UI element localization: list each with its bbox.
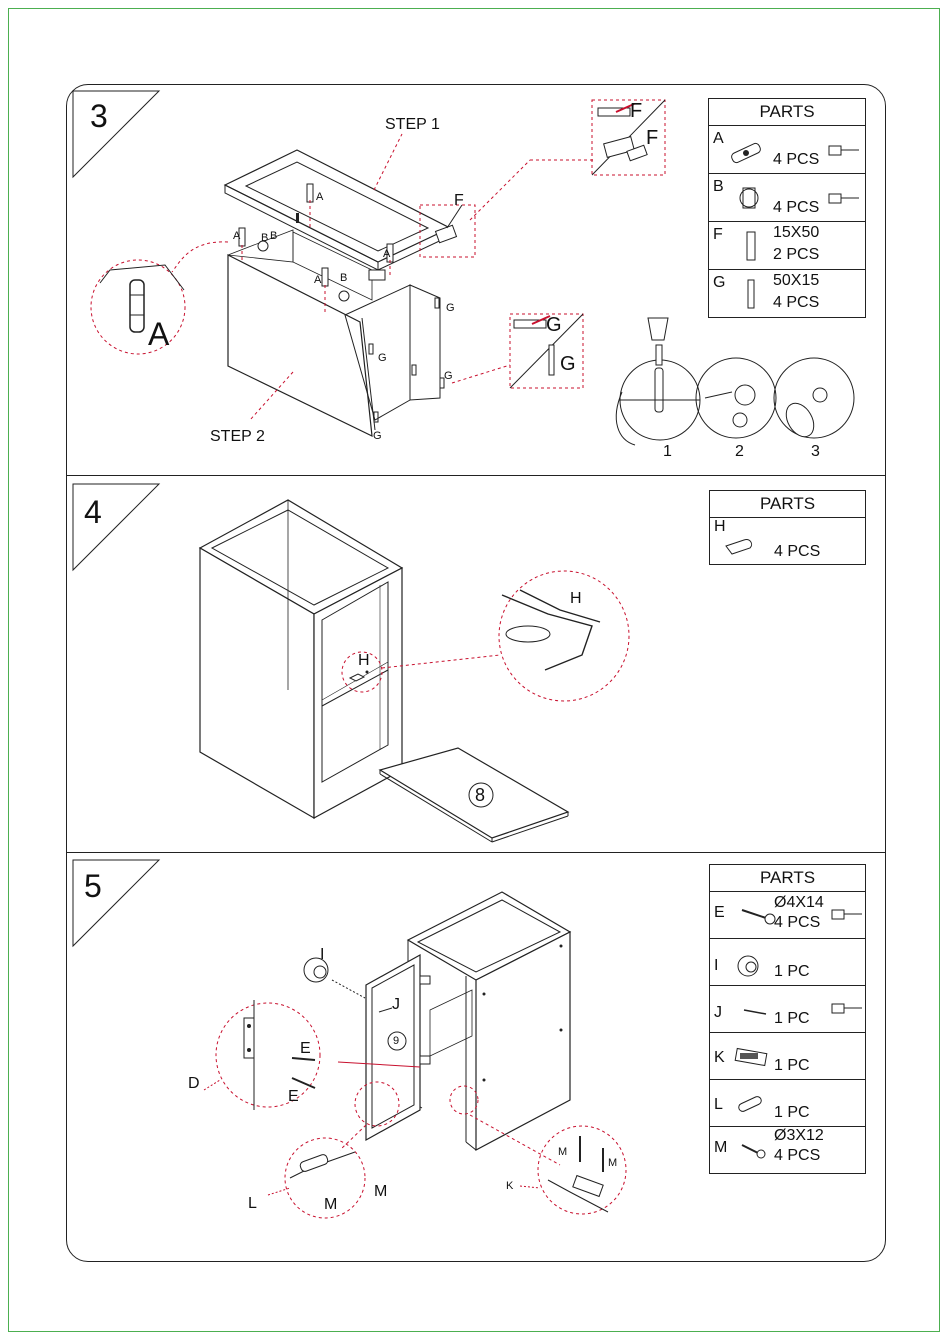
label-j: J bbox=[392, 996, 400, 1014]
door-number: 9 bbox=[393, 1035, 399, 1047]
part-qty: 1 PC bbox=[774, 963, 810, 981]
step-5-parts-table: PARTS E Ø4X14 4 PCS I 1 PC J 1 PC K 1 PC… bbox=[709, 864, 866, 1174]
part-code: L bbox=[714, 1096, 723, 1114]
part-size: Ø3X12 bbox=[774, 1127, 824, 1145]
part-code: K bbox=[714, 1049, 725, 1067]
knob-icon bbox=[736, 953, 766, 981]
part-code: I bbox=[714, 957, 718, 975]
label-m-3: M bbox=[558, 1146, 567, 1158]
label-e-1: E bbox=[300, 1040, 311, 1058]
screw-icon bbox=[740, 1141, 770, 1161]
part-qty: 1 PC bbox=[774, 1104, 810, 1122]
parts-row-m: M Ø3X12 4 PCS bbox=[710, 1127, 865, 1174]
label-m-4: M bbox=[608, 1157, 617, 1169]
label-m-1: M bbox=[324, 1196, 337, 1214]
part-qty: 4 PCS bbox=[774, 1147, 820, 1165]
magnetic-catch-icon bbox=[732, 1047, 776, 1071]
bolt-icon bbox=[742, 1006, 772, 1020]
parts-row-e: E Ø4X14 4 PCS bbox=[710, 892, 865, 939]
strike-plate-icon bbox=[736, 1096, 770, 1116]
screwdriver-icon bbox=[832, 908, 866, 922]
label-e-2: E bbox=[288, 1088, 299, 1106]
parts-row-i: I 1 PC bbox=[710, 939, 865, 986]
label-d: D bbox=[188, 1075, 200, 1093]
part-code: M bbox=[714, 1139, 727, 1157]
label-k: K bbox=[506, 1180, 513, 1192]
part-qty: 1 PC bbox=[774, 1010, 810, 1028]
parts-row-l: L 1 PC bbox=[710, 1080, 865, 1127]
parts-row-k: K 1 PC bbox=[710, 1033, 865, 1080]
parts-header: PARTS bbox=[710, 865, 865, 892]
part-code: E bbox=[714, 904, 725, 922]
label-m-2: M bbox=[374, 1183, 387, 1201]
label-i: I bbox=[320, 946, 324, 964]
part-qty: 4 PCS bbox=[774, 914, 820, 932]
screwdriver-icon bbox=[832, 1002, 866, 1016]
part-size: Ø4X14 bbox=[774, 894, 824, 912]
part-code: J bbox=[714, 1004, 722, 1022]
parts-row-j: J 1 PC bbox=[710, 986, 865, 1033]
label-l: L bbox=[248, 1195, 257, 1213]
part-qty: 1 PC bbox=[774, 1057, 810, 1075]
